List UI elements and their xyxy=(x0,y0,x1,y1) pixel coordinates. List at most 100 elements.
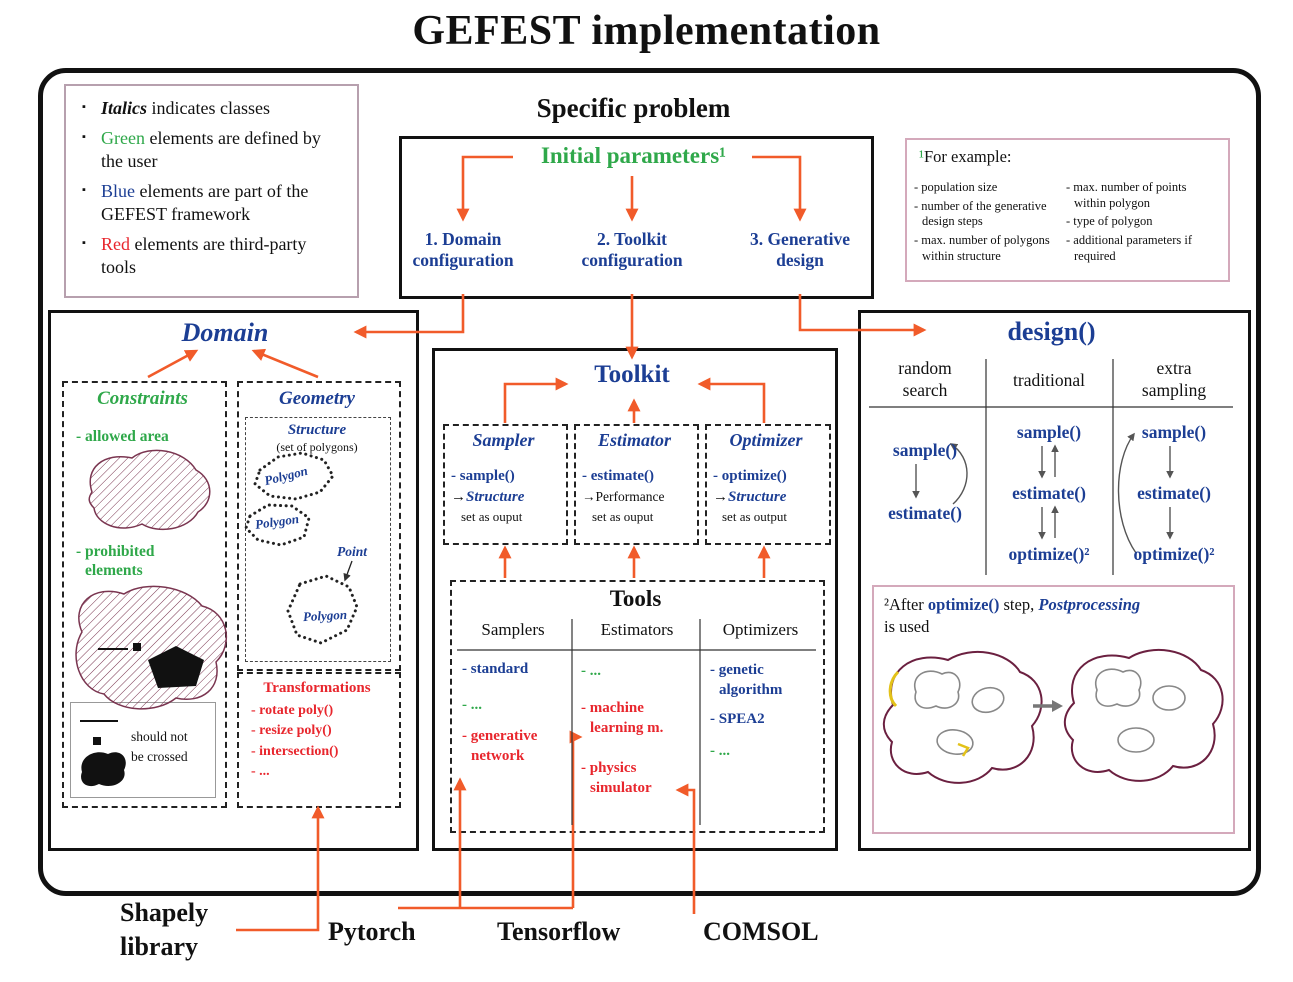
tools-box xyxy=(450,580,825,833)
legend-list: ▪Italics indicates classes ▪Green elemen… xyxy=(78,97,340,286)
tools-estimator-more: - ... xyxy=(581,663,601,679)
constraints-title: Constraints xyxy=(97,388,188,409)
header-line: search xyxy=(902,379,948,400)
rs-sample: sample() xyxy=(892,440,958,460)
output-arrow-icon: → xyxy=(451,489,466,505)
footnote-superscript: ¹ xyxy=(919,147,924,166)
transformation-item: - rotate poly() xyxy=(251,703,334,718)
optimizer-output-note: set as output xyxy=(722,509,787,524)
tensorflow-label: Tensorflow xyxy=(497,917,621,946)
legend-term: Green xyxy=(101,128,145,149)
label-line: should not xyxy=(131,729,188,744)
legend-rest: elements are third-party tools xyxy=(101,234,307,278)
step-line: 1. Domain xyxy=(424,229,502,249)
example-item: - number of the generative design steps xyxy=(914,198,1047,229)
example-item: - type of polygon xyxy=(1066,214,1153,229)
output-type: Structure xyxy=(728,489,787,505)
output-type: Performance xyxy=(595,489,665,504)
example-item: - max. number of points within polygon xyxy=(1066,180,1187,210)
optimizer-title: Optimizer xyxy=(729,430,803,450)
design-panel xyxy=(858,310,1251,851)
example-item: - additional parameters if required xyxy=(1066,232,1192,263)
postprocessing-note-box xyxy=(872,585,1235,834)
prohibited-elements-label: - prohibited elements xyxy=(76,543,186,580)
note-optimize: optimize() xyxy=(927,595,1000,614)
note-text: is used xyxy=(884,617,930,637)
design-header-extra-sampling: extra sampling xyxy=(1114,358,1234,402)
legend-rest: elements are defined by the user xyxy=(101,128,321,172)
domain-panel xyxy=(48,310,419,851)
legend-item-blue: ▪ Blue elements are part of the GEFEST fr… xyxy=(78,180,340,226)
example-note-col2: - max. number of points within polygon -… xyxy=(1066,180,1218,267)
geometry-box xyxy=(237,381,401,671)
design-header-random-search: random search xyxy=(866,358,984,402)
tr-optimize: optimize()² xyxy=(1008,544,1090,564)
bullet-icon: ▪ xyxy=(82,237,86,250)
sampler-title: Sampler xyxy=(472,430,535,450)
example-note-box xyxy=(905,138,1230,282)
step-line: 2. Toolkit xyxy=(596,229,668,249)
label-line: be crossed xyxy=(131,748,188,764)
estimator-output: →Performance xyxy=(582,489,664,505)
optimizer-output: →Structure xyxy=(713,488,786,506)
specific-problem-heading: Specific problem xyxy=(536,93,731,123)
step-line: design xyxy=(776,250,824,270)
note-text: step, xyxy=(999,595,1039,614)
rs-estimate: estimate() xyxy=(888,503,962,523)
example-note-col1: - population size - number of the genera… xyxy=(914,180,1064,267)
step-line: configuration xyxy=(581,250,683,270)
transformation-item: - ... xyxy=(251,763,270,779)
ex-optimize: optimize()² xyxy=(1133,544,1215,564)
example-note-heading: ¹For example: xyxy=(919,147,1011,167)
transformation-item: - resize poly() xyxy=(251,723,332,739)
ex-estimate: estimate() xyxy=(1137,483,1211,503)
structure-subtitle: (set of polygons) xyxy=(276,440,358,454)
legend-box xyxy=(64,84,359,298)
estimator-method: - estimate() xyxy=(582,468,655,484)
note-line: ²After optimize() step, Postprocessing xyxy=(884,594,1224,616)
tools-header-samplers: Samplers xyxy=(481,620,545,639)
legend-item-green: ▪ Green elements are defined by the user xyxy=(78,127,340,173)
output-type: Structure xyxy=(466,489,525,505)
legend-term: Blue xyxy=(101,181,135,202)
legend-item-italics: ▪Italics indicates classes xyxy=(78,97,340,120)
step-generative-design: 3. Generative design xyxy=(735,229,865,271)
bullet-icon: ▪ xyxy=(82,131,86,144)
domain-title: Domain xyxy=(181,318,269,347)
output-arrow-icon: → xyxy=(713,489,728,505)
example-note-title: For example: xyxy=(923,147,1012,166)
outer-frame xyxy=(38,68,1261,896)
design-header-traditional: traditional xyxy=(1013,370,1085,390)
tools-header-estimators: Estimators xyxy=(600,620,674,639)
legend-rest: elements are part of the GEFEST framewor… xyxy=(101,181,309,225)
sampler-output-note: set as ouput xyxy=(461,509,523,524)
example-item: - population size xyxy=(914,180,998,194)
tools-estimator-physics-simulator: - physics simulator xyxy=(581,760,652,797)
tr-estimate: estimate() xyxy=(1012,483,1086,503)
point-label: Point xyxy=(337,544,368,559)
note-text: After xyxy=(888,595,928,614)
comsol-label: COMSOL xyxy=(703,917,819,946)
sampler-method: - sample() xyxy=(451,468,515,484)
example-item: - max. number of polygons within structu… xyxy=(914,232,1050,263)
step-line: 3. Generative xyxy=(749,229,851,249)
tools-optimizer-genetic-algorithm: - genetic algorithm xyxy=(710,662,783,699)
output-arrow-icon: → xyxy=(582,489,596,504)
legend-term: Red xyxy=(101,234,130,255)
optimizer-method: - optimize() xyxy=(713,468,787,484)
polygon-label-3: Polygon xyxy=(302,606,348,625)
step-toolkit-configuration: 2. Toolkit configuration xyxy=(567,229,697,271)
tools-title: Tools xyxy=(609,586,662,611)
tools-sampler-more: - ... xyxy=(462,697,482,713)
label-line: Shapely xyxy=(120,898,209,927)
page-title: GEFEST implementation xyxy=(412,8,881,54)
tools-estimator-machine-learning: - machine learning m. xyxy=(581,700,664,737)
tr-sample: sample() xyxy=(1016,422,1082,442)
estimator-box xyxy=(574,424,699,545)
bullet-icon: ▪ xyxy=(82,184,86,197)
sampler-box xyxy=(443,424,568,545)
legend-term: Italics xyxy=(101,98,148,118)
specific-problem-box xyxy=(399,136,874,299)
note-superscript: ² xyxy=(884,595,889,614)
legend-rest: indicates classes xyxy=(147,98,270,118)
